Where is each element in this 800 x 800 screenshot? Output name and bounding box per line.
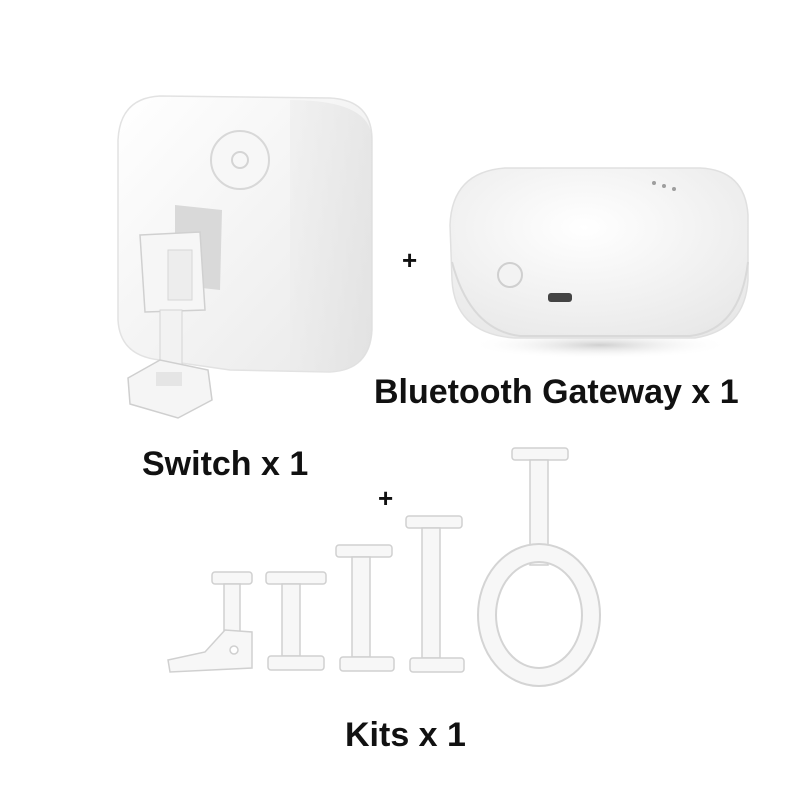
gateway-label: Bluetooth Gateway x 1: [374, 373, 739, 411]
plus-separator-gateway: +: [402, 245, 418, 275]
switch-label: Switch x 1: [142, 445, 309, 483]
kits-label: Kits x 1: [345, 716, 466, 754]
plus-separator-kits: +: [378, 483, 394, 513]
